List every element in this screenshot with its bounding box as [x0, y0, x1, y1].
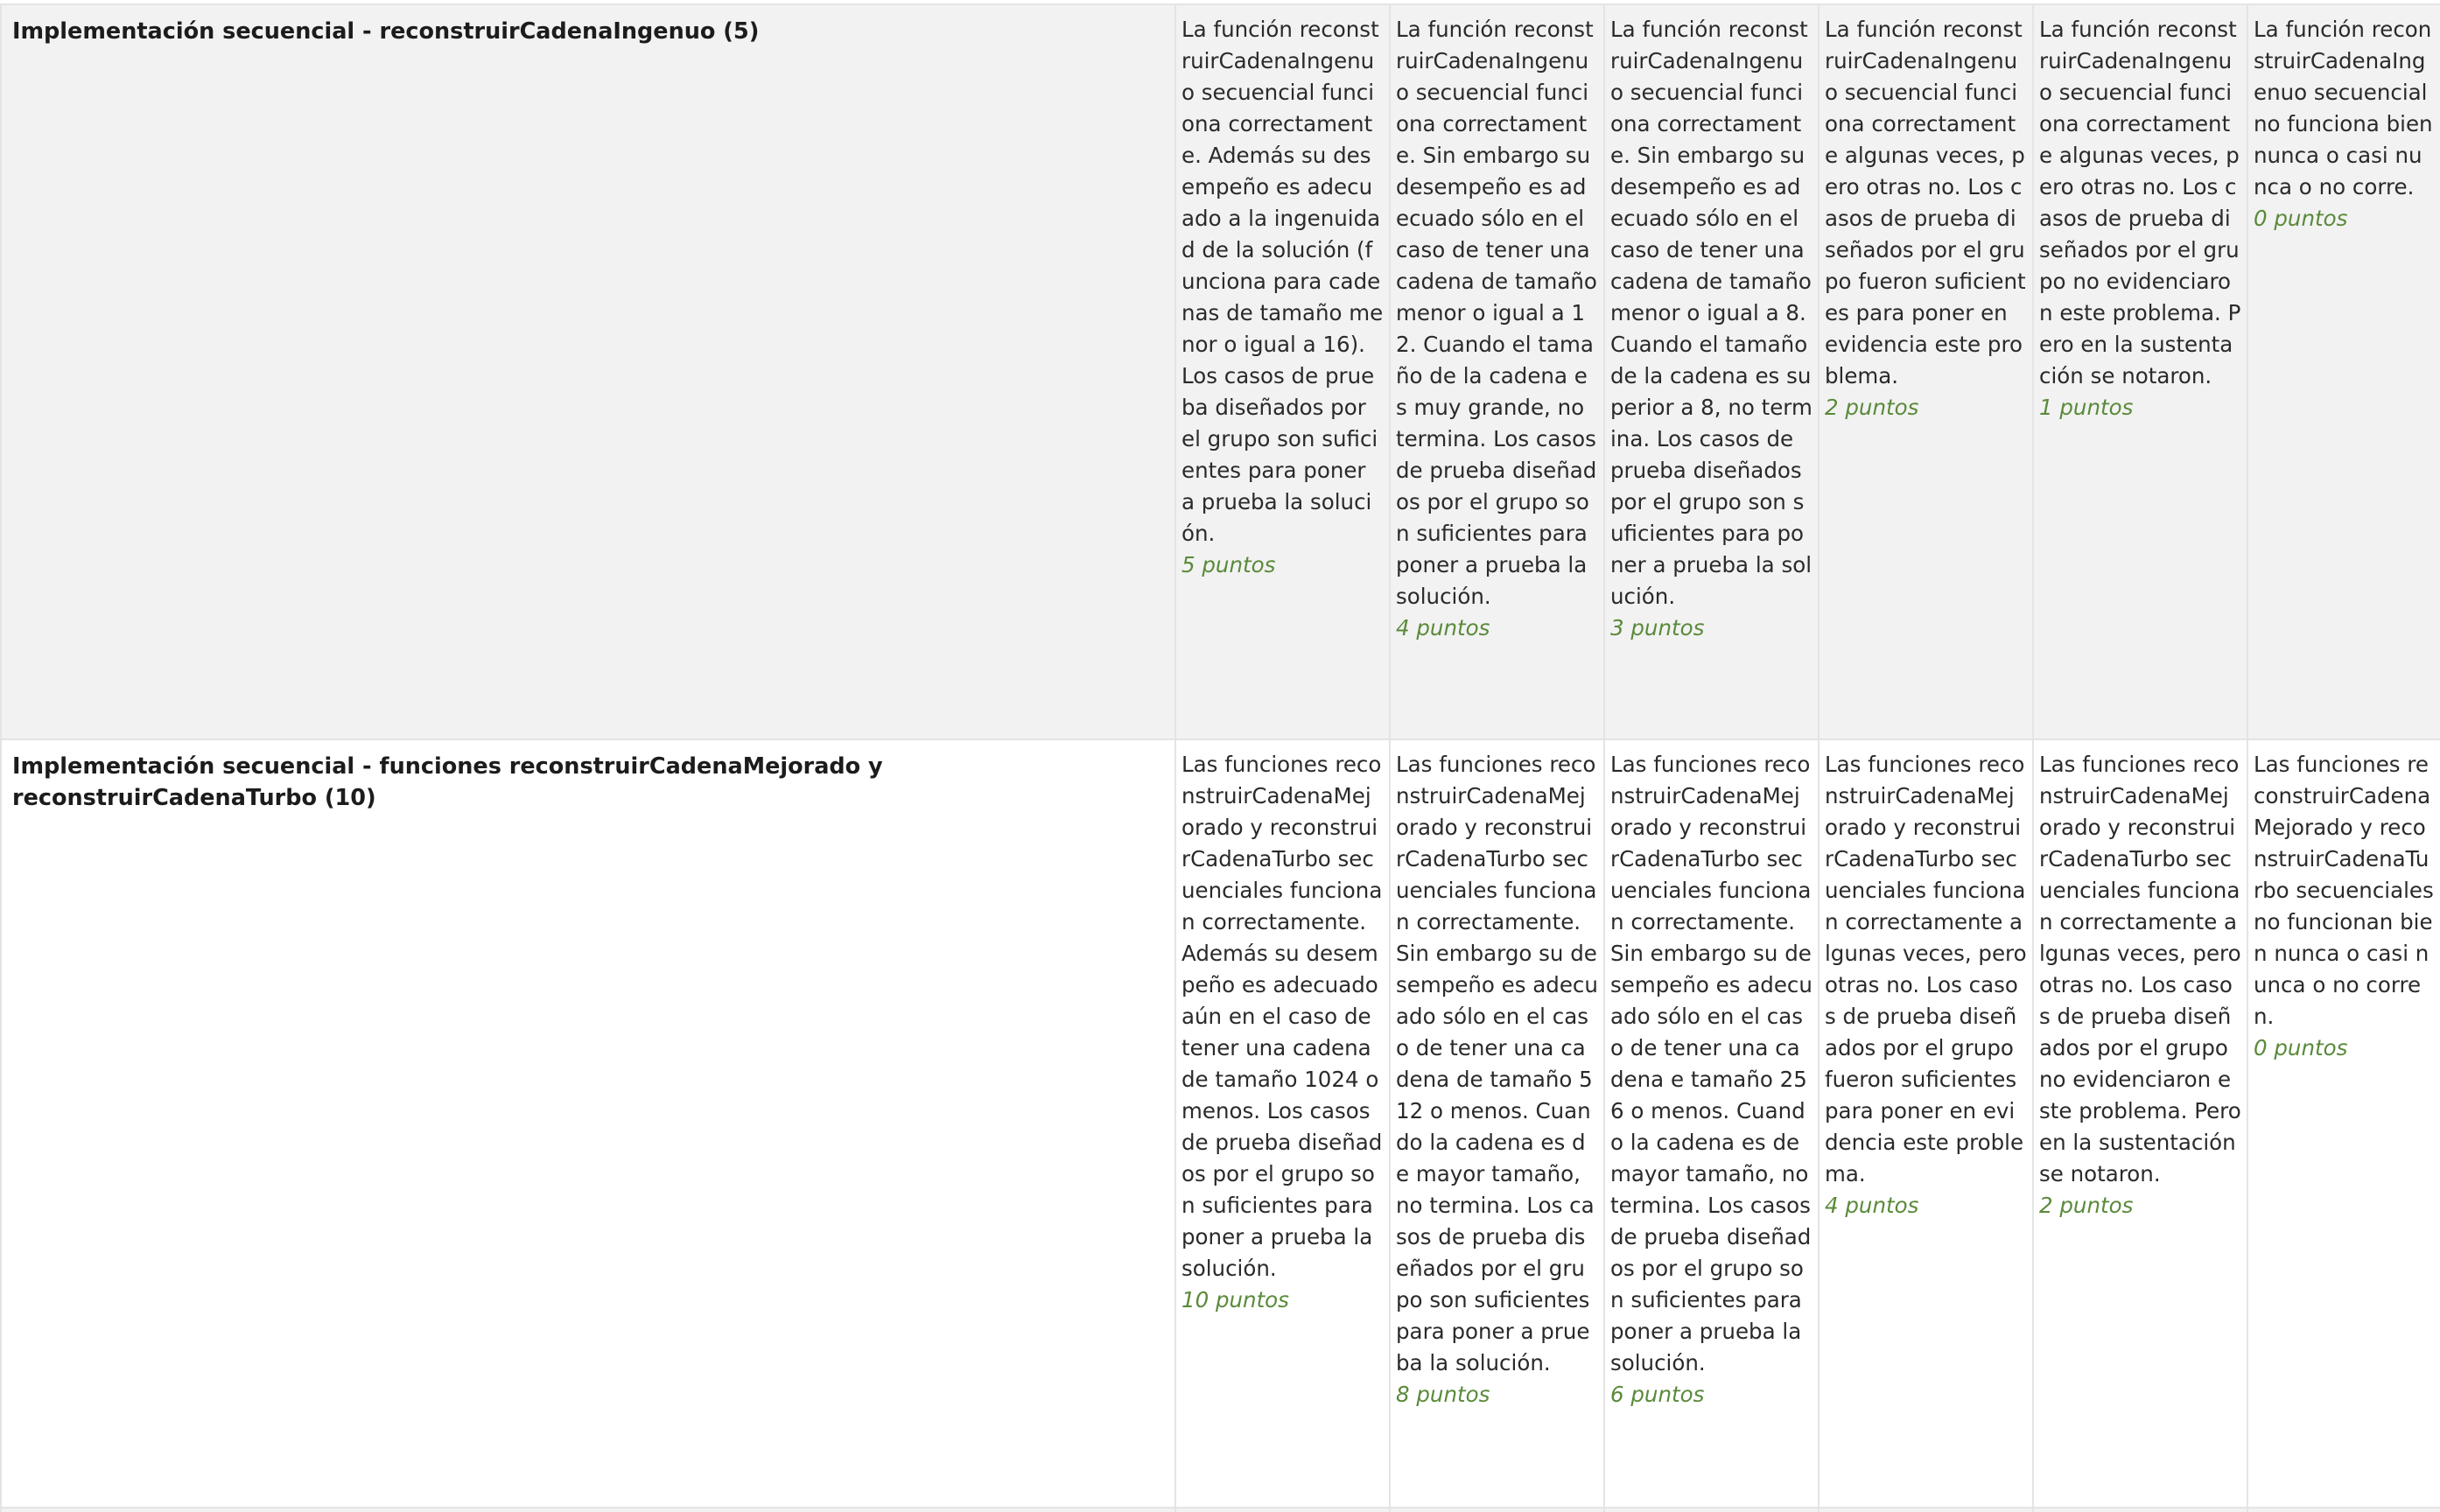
- level-description: La función reconstruirCadenaIngenuo secu…: [1396, 17, 1597, 609]
- level-cell: Las funciones reconstruirCadenaMejorado …: [1389, 738, 1605, 1508]
- criterion-title: Implementación secuencial - reconstruirC…: [0, 4, 1176, 740]
- level-description: La función reconstruirCadenaIngenuo secu…: [1610, 17, 1812, 609]
- level-description: Las funciones reconstruirCadenaMejorado …: [2039, 752, 2241, 1186]
- level-points: 0 puntos: [2254, 1035, 2348, 1060]
- level-description: La función reconstruirCadenaIngenuo secu…: [1825, 17, 2026, 388]
- row-cell: [2032, 1507, 2248, 1512]
- rubric-row-mejorado-turbo: Implementación secuencial - funciones re…: [0, 738, 2440, 1508]
- level-cell: Las funciones reconstruirCadenaMejorado …: [2247, 738, 2440, 1508]
- level-description: Las funciones reconstruirCadenaMejorado …: [1610, 752, 1812, 1376]
- level-cell: Las funciones reconstruirCadenaMejorado …: [1818, 738, 2034, 1508]
- level-description: La función reconstruirCadenaIngenuo secu…: [2039, 17, 2241, 388]
- level-cell: Las funciones reconstruirCadenaMejorado …: [1603, 738, 1819, 1508]
- level-description: La función reconstruirCadenaIngenuo secu…: [2254, 17, 2433, 200]
- rubric-row-ingenuo: Implementación secuencial - reconstruirC…: [0, 4, 2440, 740]
- level-cell: Las funciones reconstruirCadenaMejorado …: [2032, 738, 2248, 1508]
- level-cell: La función reconstruirCadenaIngenuo secu…: [1603, 4, 1819, 740]
- row-cell: [1389, 1507, 1605, 1512]
- level-points: 4 puntos: [1825, 1193, 1919, 1218]
- row-cell: [2247, 1507, 2440, 1512]
- level-description: La función reconstruirCadenaIngenuo secu…: [1181, 17, 1384, 546]
- row-cell: [1174, 1507, 1391, 1512]
- level-points: 1 puntos: [2039, 395, 2134, 420]
- level-points: 2 puntos: [1825, 395, 1919, 420]
- row-cell: [0, 1507, 1176, 1512]
- level-points: 6 puntos: [1610, 1382, 1705, 1407]
- row-cell: [1818, 1507, 2034, 1512]
- level-points: 8 puntos: [1396, 1382, 1490, 1407]
- row-cell: [1603, 1507, 1819, 1512]
- level-points: 0 puntos: [2254, 206, 2348, 231]
- level-cell: La función reconstruirCadenaIngenuo secu…: [1818, 4, 2034, 740]
- level-cell: Las funciones reconstruirCadenaMejorado …: [1174, 738, 1391, 1508]
- rubric-row-next: [0, 1507, 2440, 1512]
- level-description: Las funciones reconstruirCadenaMejorado …: [1396, 752, 1598, 1376]
- rubric-table: Implementación secuencial - reconstruirC…: [0, 4, 2440, 1512]
- level-cell: La función reconstruirCadenaIngenuo secu…: [2247, 4, 2440, 740]
- level-points: 3 puntos: [1610, 615, 1705, 640]
- level-points: 4 puntos: [1396, 615, 1490, 640]
- level-cell: La función reconstruirCadenaIngenuo secu…: [1174, 4, 1391, 740]
- level-cell: La función reconstruirCadenaIngenuo secu…: [1389, 4, 1605, 740]
- level-description: Las funciones reconstruirCadenaMejorado …: [1181, 752, 1383, 1281]
- level-points: 5 puntos: [1181, 552, 1276, 578]
- level-description: Las funciones reconstruirCadenaMejorado …: [1825, 752, 2027, 1186]
- level-points: 2 puntos: [2039, 1193, 2134, 1218]
- criterion-title: Implementación secuencial - funciones re…: [0, 738, 1176, 1508]
- level-cell: La función reconstruirCadenaIngenuo secu…: [2032, 4, 2248, 740]
- level-description: Las funciones reconstruirCadenaMejorado …: [2254, 752, 2434, 1029]
- level-points: 10 puntos: [1181, 1287, 1289, 1312]
